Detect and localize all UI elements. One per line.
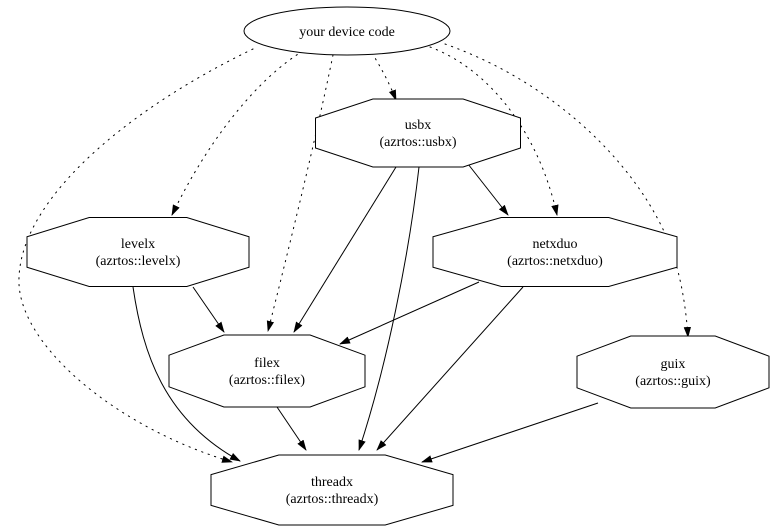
edge-netxduo-threadx: [376, 286, 524, 451]
edge-device-guix: [444, 43, 692, 338]
edge-usbx-threadx: [358, 166, 420, 451]
edge-netxduo-filex: [339, 281, 480, 345]
node-levelx: levelx(azrtos::levelx): [26, 217, 250, 287]
node-device: your device code: [243, 6, 451, 56]
node-netxduo-sublabel: (azrtos::netxduo): [507, 254, 603, 269]
edge-levelx-filex: [192, 286, 225, 333]
node-usbx-shape: [315, 98, 521, 168]
node-guix-shape: [576, 335, 770, 409]
node-usbx-label: usbx: [405, 118, 431, 133]
node-threadx-label: threadx: [311, 475, 353, 490]
edge-device-netxduo: [429, 46, 559, 216]
node-usbx-sublabel: (azrtos::usbx): [380, 135, 457, 150]
node-filex: filex(azrtos::filex): [168, 334, 366, 408]
edge-filex-threadx: [276, 406, 307, 451]
node-threadx: threadx(azrtos::threadx): [210, 454, 454, 526]
node-guix-sublabel: (azrtos::guix): [635, 374, 711, 389]
node-threadx-shape: [210, 454, 454, 526]
edge-device-levelx: [171, 50, 304, 216]
node-filex-sublabel: (azrtos::filex): [229, 373, 306, 388]
node-guix-label: guix: [661, 357, 686, 372]
node-device-label: your device code: [299, 25, 395, 40]
node-netxduo-label: netxduo: [532, 237, 577, 252]
node-levelx-shape: [26, 217, 250, 287]
edge-usbx-netxduo: [467, 163, 509, 216]
node-usbx: usbx(azrtos::usbx): [315, 98, 521, 168]
node-levelx-label: levelx: [121, 237, 155, 252]
node-guix: guix(azrtos::guix): [576, 335, 770, 409]
edge-device-usbx: [371, 52, 397, 101]
node-netxduo-shape: [432, 217, 678, 287]
node-levelx-sublabel: (azrtos::levelx): [96, 254, 181, 269]
node-netxduo: netxduo(azrtos::netxduo): [432, 217, 678, 287]
node-filex-shape: [168, 334, 366, 408]
node-device-shape: [243, 6, 451, 56]
edge-device-filex: [266, 54, 334, 332]
edge-usbx-filex: [293, 166, 397, 333]
edge-levelx-threadx: [132, 286, 241, 462]
node-filex-label: filex: [254, 356, 280, 371]
edge-guix-threadx: [421, 402, 599, 463]
node-threadx-sublabel: (azrtos::threadx): [286, 492, 379, 507]
